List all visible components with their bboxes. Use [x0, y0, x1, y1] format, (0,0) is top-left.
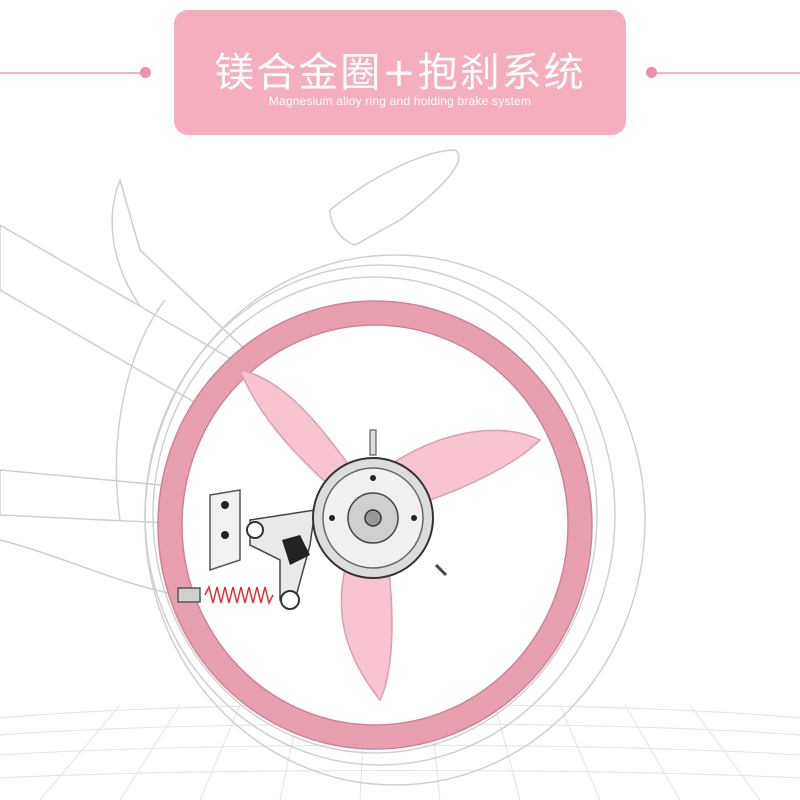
decorative-dot-left [140, 67, 151, 78]
floor-grid [0, 704, 800, 800]
tire-outline [115, 254, 646, 786]
banner-subtitle: Magnesium alloy ring and holding brake s… [268, 94, 532, 108]
title-banner: 镁合金圈+抱刹系统 Magnesium alloy ring and holdi… [174, 10, 626, 135]
brake-arm [209, 489, 316, 610]
brake-spring-icon [177, 584, 274, 606]
decorative-line-left [0, 72, 144, 74]
decorative-dot-right [646, 67, 657, 78]
decorative-line-right [652, 72, 800, 74]
banner-title: 镁合金圈+抱刹系统 [214, 50, 586, 96]
brake-drum-icon [312, 429, 448, 579]
